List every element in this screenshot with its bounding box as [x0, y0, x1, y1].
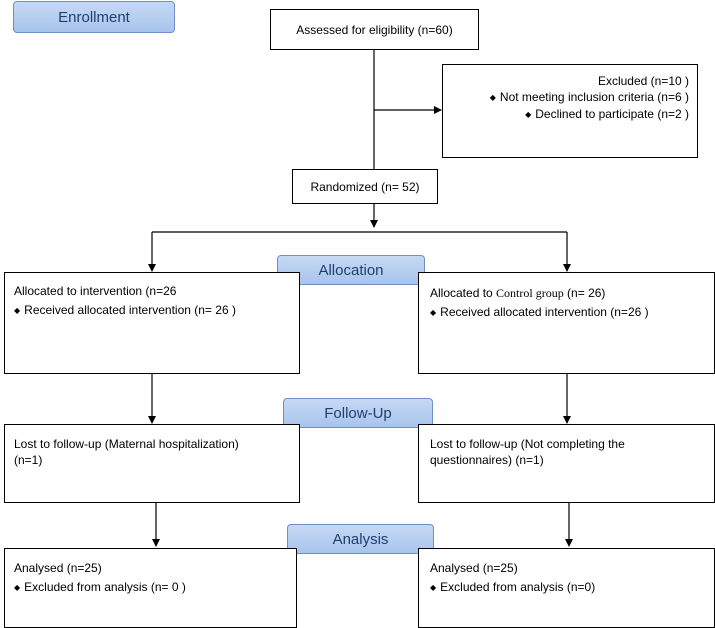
- bullet-icon: ◆: [525, 110, 532, 119]
- bullet-icon: ◆: [489, 93, 496, 102]
- bullet-icon: ◆: [14, 306, 21, 315]
- excluded-box: Excluded (n=10 ) ◆Not meeting inclusion …: [442, 64, 698, 158]
- right-analysis-box: Analysed (n=25) ◆Excluded from analysis …: [418, 548, 715, 628]
- right-allocated-group: Control group: [496, 286, 564, 300]
- stage-enrollment: Enrollment: [13, 1, 175, 33]
- left-followup-box: Lost to follow-up (Maternal hospitalizat…: [4, 424, 300, 503]
- right-allocated-suffix: (n= 26): [563, 286, 606, 300]
- right-excluded-text: Excluded from analysis (n=0): [440, 580, 596, 594]
- excluded-item: ◆Declined to participate (n=2 ): [451, 106, 689, 123]
- left-analysis-box: Analysed (n=25) ◆Excluded from analysis …: [4, 548, 297, 628]
- left-lost-line1: Lost to follow-up (Maternal hospitalizat…: [14, 437, 239, 451]
- stage-enrollment-label: Enrollment: [58, 8, 130, 26]
- stage-analysis: Analysis: [287, 524, 434, 554]
- excluded-item: ◆Not meeting inclusion criteria (n=6 ): [451, 89, 689, 106]
- right-lost-line2: questionnaires) (n=1): [430, 453, 544, 467]
- right-lost-line1: Lost to follow-up (Not completing the: [430, 437, 625, 451]
- right-allocation-box: Allocated to Control group (n= 26) ◆Rece…: [418, 272, 715, 374]
- randomized-text: Randomized (n= 52): [310, 179, 420, 194]
- right-allocated-prefix: Allocated to: [430, 286, 497, 300]
- left-excluded-item: ◆Excluded from analysis (n= 0 ): [14, 579, 296, 596]
- stage-allocation: Allocation: [277, 255, 425, 285]
- excluded-item-text: Not meeting inclusion criteria (n=6 ): [499, 90, 689, 104]
- left-received-text: Received allocated intervention (n= 26 ): [24, 303, 236, 317]
- left-excluded-text: Excluded from analysis (n= 0 ): [24, 580, 186, 594]
- left-received-item: ◆Received allocated intervention (n= 26 …: [14, 302, 299, 319]
- right-analysed-text: Analysed (n=25): [430, 561, 518, 575]
- stage-followup-label: Follow-Up: [324, 404, 392, 422]
- right-allocated-text: Allocated to Control group (n= 26): [430, 285, 714, 301]
- stage-followup: Follow-Up: [283, 398, 433, 428]
- left-analysed-text: Analysed (n=25): [14, 561, 102, 575]
- right-received-item: ◆Received allocated intervention (n=26 ): [430, 304, 714, 321]
- left-allocated-text: Allocated to intervention (n=26: [14, 284, 177, 298]
- stage-allocation-label: Allocation: [318, 261, 384, 279]
- assessed-box: Assessed for eligibility (n=60): [270, 9, 479, 50]
- right-followup-box: Lost to follow-up (Not completing the qu…: [418, 424, 715, 503]
- bullet-icon: ◆: [430, 583, 437, 592]
- excluded-title: Excluded (n=10 ): [597, 74, 689, 88]
- left-lost-line2: (n=1): [14, 453, 43, 467]
- stage-analysis-label: Analysis: [332, 530, 389, 548]
- assessed-text: Assessed for eligibility (n=60): [296, 22, 453, 37]
- bullet-icon: ◆: [430, 308, 437, 317]
- bullet-icon: ◆: [14, 583, 21, 592]
- excluded-item-text: Declined to participate (n=2 ): [535, 107, 689, 121]
- left-allocation-box: Allocated to intervention (n=26 ◆Receive…: [4, 272, 300, 374]
- randomized-box: Randomized (n= 52): [292, 169, 438, 204]
- right-excluded-item: ◆Excluded from analysis (n=0): [430, 579, 714, 596]
- right-received-text: Received allocated intervention (n=26 ): [440, 305, 649, 319]
